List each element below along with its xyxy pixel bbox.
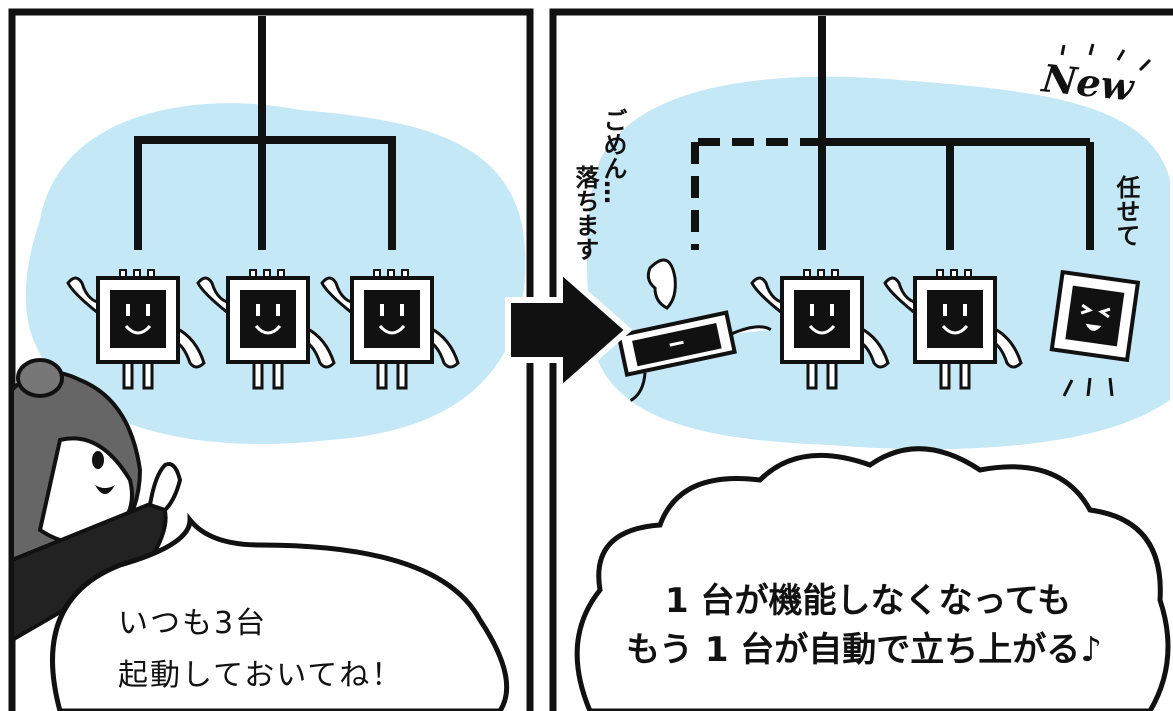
fallen-server: [616, 310, 772, 402]
new-server-speech: 任せて: [1112, 175, 1140, 247]
falling-server-speech-1: ごめん…: [599, 108, 627, 204]
tree-lines-right: [691, 16, 1094, 250]
right-caption-line2: もう 1 台が自動で立ち上がる♪: [626, 630, 1103, 670]
left-caption-line2: 起動しておいてね！: [118, 658, 404, 693]
ghost-icon: [646, 258, 677, 310]
arrow-icon: [505, 263, 633, 397]
new-label: New: [1039, 55, 1136, 110]
new-sparkle: [1060, 43, 1152, 72]
right-caption-line1: 1 台が機能しなくなっても: [665, 581, 1072, 621]
motion-lines: [1062, 377, 1114, 397]
speech-bubble-left: [50, 512, 510, 711]
tree-lines-left: [134, 16, 396, 250]
falling-server-speech-2: 落ちます: [571, 165, 599, 261]
girl-character: [10, 358, 183, 644]
cloud-bubble-right: [574, 446, 1171, 711]
new-server: [1049, 269, 1141, 363]
sky-blob-right: [587, 76, 1170, 450]
left-caption-line1: いつも3台: [118, 606, 268, 641]
